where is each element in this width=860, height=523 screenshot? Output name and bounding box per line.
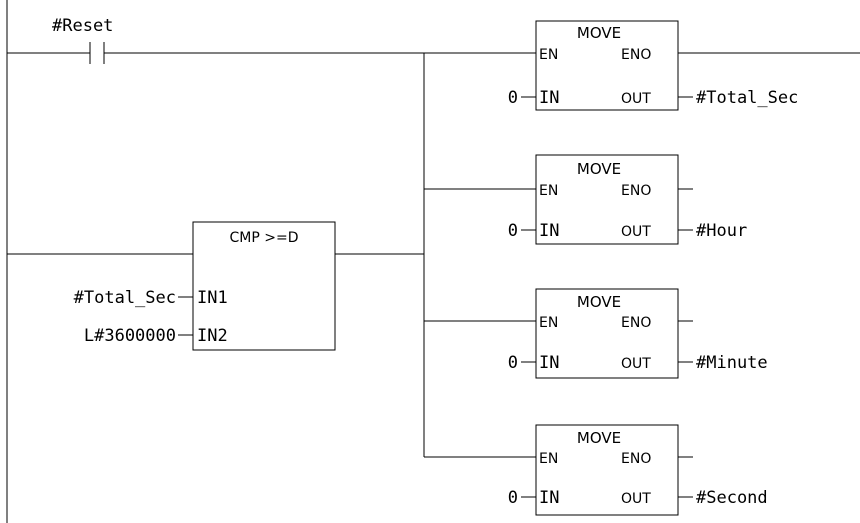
move-block-1[interactable]: MOVE EN ENO IN OUT [535,20,679,111]
move-in-pin: IN [539,488,559,508]
move-en-pin: EN [539,315,558,331]
move-title: MOVE [577,429,621,447]
move-out-pin: OUT [621,91,651,107]
move-title: MOVE [577,293,621,311]
compare-in2-pin: IN2 [197,326,228,346]
move-out-operand: #Hour [696,221,747,241]
move-out-operand: #Minute [696,353,768,373]
move-block-3[interactable]: MOVE EN ENO IN OUT [535,288,679,379]
move-in-value: 0 [508,221,518,241]
move-en-pin: EN [539,183,558,199]
move-in-value: 0 [508,88,518,108]
move-title: MOVE [577,160,621,178]
compare-box [192,221,336,351]
compare-title: CMP >=D [230,230,299,246]
move-out-pin: OUT [621,491,651,507]
move-in-value: 0 [508,353,518,373]
move-eno-pin: ENO [621,47,651,63]
move-title: MOVE [577,24,621,42]
move-box [535,154,679,245]
compare-in1-operand: #Total_Sec [74,288,176,308]
move-box [535,288,679,379]
compare-block[interactable]: CMP >=D IN1 IN2 [192,221,336,351]
move-eno-pin: ENO [621,183,651,199]
move-box [535,424,679,516]
move-out-pin: OUT [621,356,651,372]
move-eno-pin: ENO [621,315,651,331]
contact-label: #Reset [52,16,113,36]
move-in-pin: IN [539,88,559,108]
move-en-pin: EN [539,47,558,63]
move-block-2[interactable]: MOVE EN ENO IN OUT [535,154,679,245]
move-out-operand: #Second [696,488,768,508]
move-out-operand: #Total_Sec [696,88,798,108]
move-in-value: 0 [508,488,518,508]
move-en-pin: EN [539,451,558,467]
move-in-pin: IN [539,221,559,241]
compare-in1-pin: IN1 [197,288,228,308]
move-eno-pin: ENO [621,451,651,467]
move-in-pin: IN [539,353,559,373]
move-box [535,20,679,111]
move-out-pin: OUT [621,224,651,240]
reset-contact[interactable]: #Reset [52,16,113,64]
compare-in2-operand: L#3600000 [84,326,176,346]
move-block-4[interactable]: MOVE EN ENO IN OUT [535,424,679,516]
